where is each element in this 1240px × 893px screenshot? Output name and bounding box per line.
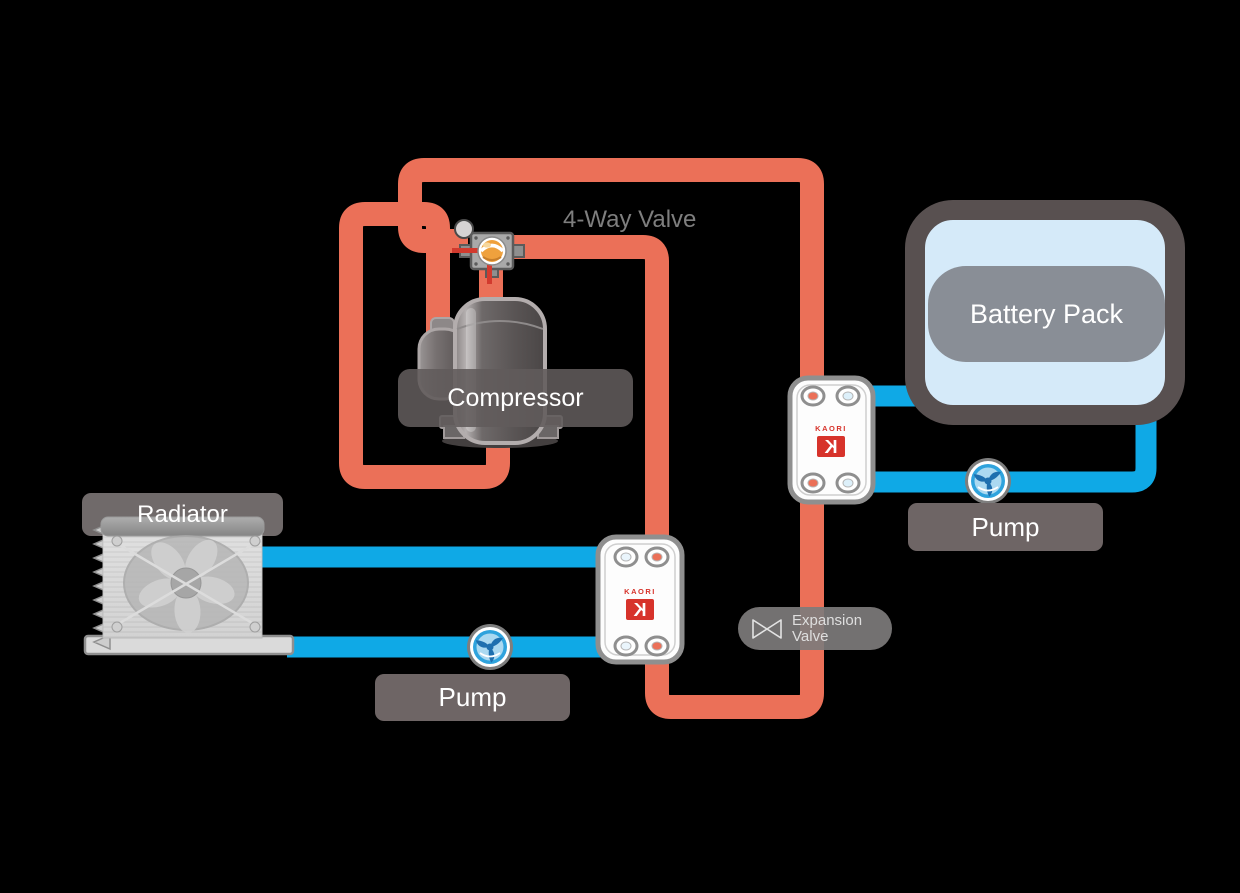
- hot-pipe-valve-to-chiller-hx: [512, 235, 669, 557]
- battery-pack-label: Battery Pack: [928, 266, 1165, 362]
- expansion-valve-icon: [752, 618, 782, 639]
- pump-left-label-text: Pump: [438, 682, 507, 712]
- expansion-valve-line1: Expansion: [792, 611, 863, 629]
- kaori-monogram: K: [634, 600, 647, 620]
- four-way-valve-label: 4-Way Valve: [563, 206, 697, 233]
- kaori-logo: KAORI K: [624, 587, 656, 620]
- chiller-plate-heat-exchanger: KAORI K: [595, 534, 685, 665]
- hot-refrigerant-lines: [339, 158, 824, 719]
- valve-lever-knob: [454, 219, 474, 239]
- battery-pack-label-text: Battery Pack: [969, 298, 1124, 329]
- kaori-logo: KAORI K: [815, 424, 847, 457]
- kaori-wordmark: KAORI: [624, 587, 656, 596]
- cold-coolant-lines: [255, 385, 1157, 658]
- pump-right-label-text: Pump: [971, 511, 1040, 542]
- hx-ports: [800, 385, 861, 494]
- valve-indicator-bottom: [487, 262, 492, 284]
- radiator-label: Radiator: [82, 493, 283, 536]
- kaori-wordmark: KAORI: [815, 424, 847, 433]
- radiator-base: [83, 634, 295, 656]
- compressor-label-text: Compressor: [447, 383, 584, 412]
- hot-pipe-compressor-suction-loop: [339, 202, 510, 489]
- valve-indicator-left: [452, 248, 480, 253]
- four-way-valve: [452, 219, 525, 284]
- expansion-valve-label: Expansion Valve: [738, 607, 892, 650]
- fan-screws: [111, 535, 261, 633]
- battery-plate-heat-exchanger: KAORI K: [787, 375, 876, 505]
- compressor-label: Compressor: [398, 369, 633, 427]
- expansion-valve-text: Expansion Valve: [792, 611, 863, 645]
- kaori-monogram: K: [825, 437, 838, 457]
- pump-right-icon: [965, 458, 1011, 504]
- hot-pipe-chiller-to-expansion-valve: [645, 483, 824, 719]
- fan-blades: [138, 539, 235, 633]
- pump-left-icon: [467, 624, 513, 670]
- hot-pipe-valve-to-battery-hx: [398, 158, 824, 398]
- hx-ports: [613, 546, 670, 657]
- pump-impeller: [973, 471, 1001, 497]
- pump-impeller: [475, 637, 503, 663]
- expansion-valve-line2: Valve: [792, 627, 829, 645]
- pump-right-label: Pump: [908, 503, 1103, 551]
- radiator-label-text: Radiator: [137, 500, 228, 528]
- pump-left-label: Pump: [375, 674, 570, 721]
- radiator: [82, 493, 295, 656]
- cold-pipe-battery-to-hx: [848, 418, 1157, 493]
